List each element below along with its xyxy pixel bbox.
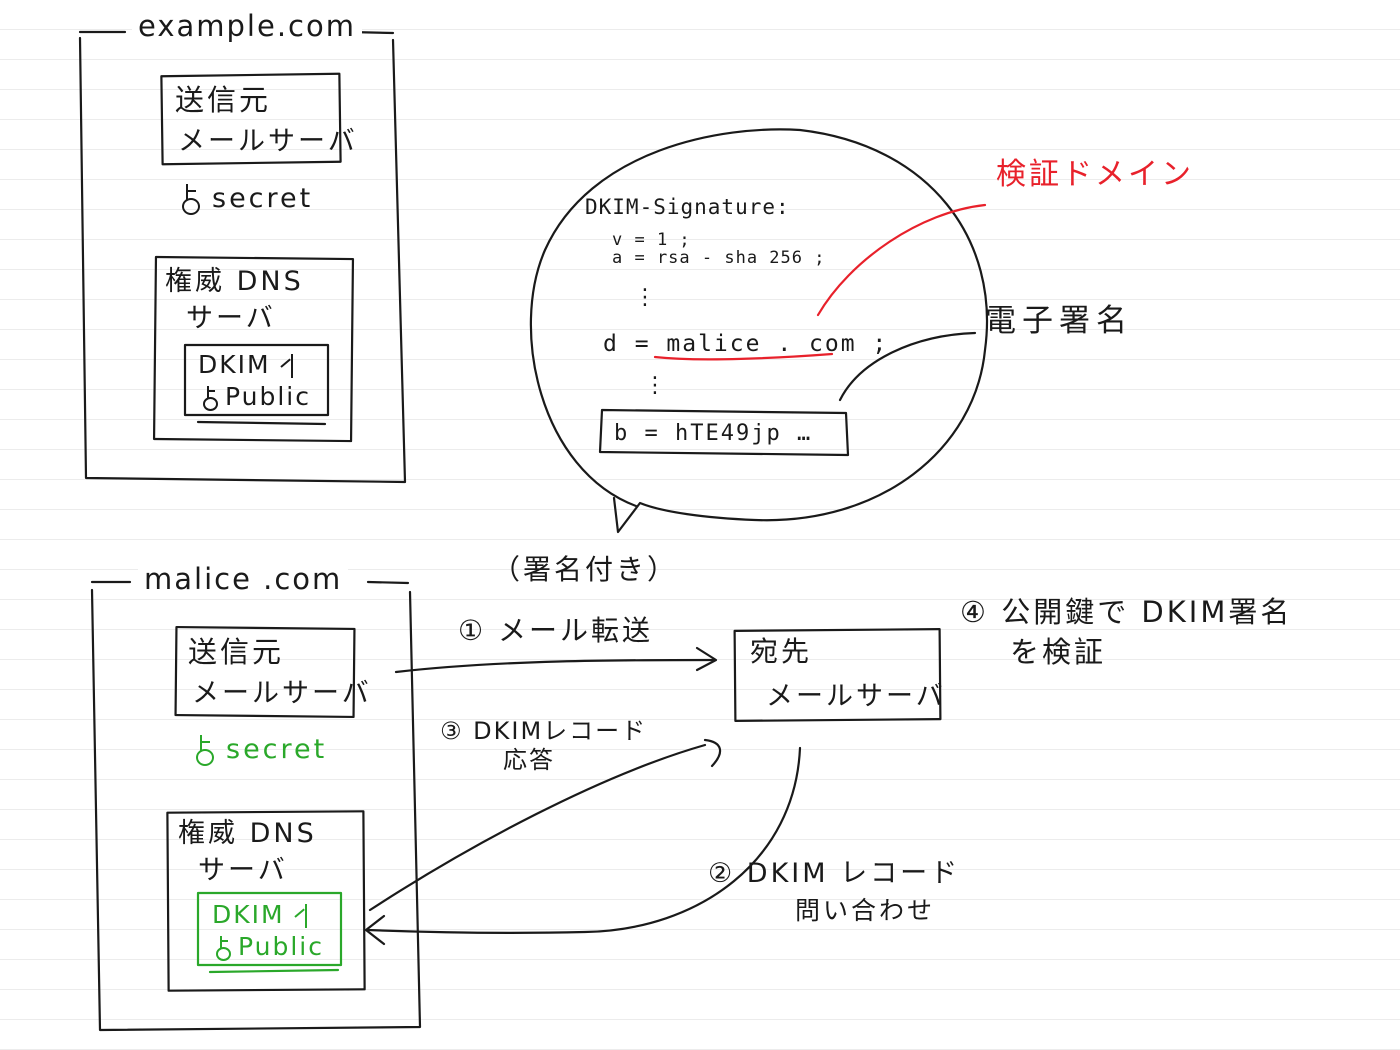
bottom-dkim-line2: Public (216, 932, 324, 961)
key-icon (182, 184, 200, 215)
bottom-dkim-title: DKIM (212, 900, 285, 929)
step3-label-line1: ③ DKIMレコード (440, 717, 648, 745)
top-dkim-title: DKIM (198, 350, 271, 379)
top-dns-line2: サーバ (186, 303, 276, 334)
d-suffix: ; (856, 331, 889, 357)
step1-arrowhead (695, 646, 718, 672)
bottom-domain-box (90, 588, 422, 1032)
step4-label-line1: ④ 公開鍵で DKIM署名 (960, 595, 1293, 629)
top-dkim-line2: Public (203, 382, 311, 411)
top-dkim-line1: DKIM (198, 352, 295, 378)
signature-bubble-outline (529, 128, 989, 534)
verify-domain-label: 検証ドメイン (996, 157, 1194, 192)
bottom-domain-topline-right (366, 580, 410, 585)
digital-signature-label: 電子署名 (985, 303, 1133, 339)
d-value: malice . com (666, 331, 857, 357)
top-sender-line1: 送信元 (175, 83, 272, 117)
bottom-dkim-line1: DKIM (212, 902, 309, 928)
top-domain-label: example.com (132, 12, 362, 41)
top-dkim-underline (196, 420, 327, 426)
step3-label-line2: 応答 (503, 746, 555, 774)
key-icon (203, 386, 218, 411)
bottom-domain-label: malice .com (138, 565, 349, 594)
step2-arrowhead (364, 914, 386, 946)
top-sender-line2: メールサーバ (178, 126, 358, 157)
signed-label: （署名付き） (492, 553, 679, 586)
check-icon (281, 354, 295, 378)
signature-ellipsis2: ⋮ (644, 373, 667, 398)
receiver-line1: 宛先 (750, 635, 813, 668)
step3-arrow (368, 743, 707, 912)
signature-ellipsis1: ⋮ (634, 285, 657, 310)
top-sender-box (160, 72, 342, 166)
bottom-sender-box (174, 625, 356, 719)
signature-b-line: b = hTE49jp … (614, 421, 813, 446)
d-prefix: d = (603, 331, 667, 357)
receiver-box (733, 628, 942, 722)
verify-domain-leader (816, 203, 987, 317)
step1-label: ① メール転送 (458, 614, 654, 647)
bottom-secret: secret (196, 734, 328, 766)
key-icon (196, 735, 214, 766)
bottom-dns-line2: サーバ (198, 855, 288, 886)
step2-arrow (366, 746, 802, 934)
signature-d-line: d = malice . com ; (603, 333, 888, 356)
bottom-dkim-underline (208, 968, 340, 974)
digital-signature-leader (838, 331, 977, 402)
step1-arrow (394, 658, 717, 674)
top-dkim-public: Public (225, 382, 311, 411)
key-icon (216, 936, 231, 961)
receiver-line2: メールサーバ (766, 681, 946, 712)
b-line-bracket (598, 408, 850, 457)
bottom-sender-line2: メールサーバ (192, 678, 372, 709)
signature-v-line: v = 1 ; (612, 230, 691, 250)
bottom-dkim-public: Public (238, 932, 324, 961)
step3-arrowhead (703, 738, 722, 768)
bottom-secret-label: secret (226, 734, 328, 765)
step4-label-line2: を検証 (1010, 635, 1107, 669)
top-dns-line1: 権威 DNS (165, 266, 304, 297)
signature-a-line: a = rsa - sha 256 ; (612, 248, 826, 268)
d-value-underline (653, 352, 834, 361)
signature-header: DKIM-Signature: (585, 195, 790, 219)
top-domain-box (78, 36, 407, 484)
step2-label-line2: 問い合わせ (795, 896, 936, 925)
bottom-dkim-box (196, 891, 343, 967)
bottom-dns-line1: 権威 DNS (178, 818, 317, 849)
bottom-sender-line1: 送信元 (188, 635, 285, 669)
check-icon (295, 904, 309, 928)
bottom-dns-box (166, 810, 366, 992)
top-secret: secret (182, 183, 314, 215)
top-dns-box (152, 255, 355, 443)
top-secret-label: secret (212, 183, 314, 214)
step2-label-line1: ② DKIM レコード (708, 858, 961, 889)
top-dkim-box (183, 343, 330, 417)
